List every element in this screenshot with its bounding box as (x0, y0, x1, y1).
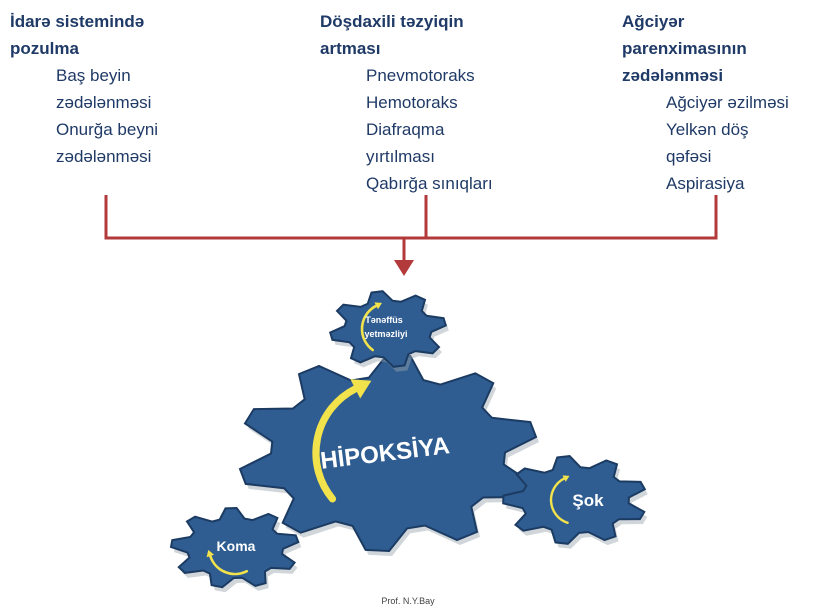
cause-title: Döşdaxili təzyiqin (320, 12, 464, 31)
cause-title: zədələnməsi (622, 66, 724, 85)
cause-title: pozulma (10, 39, 79, 58)
cause-column-1: İdarə sistemində pozulma Baş beyin zədəl… (10, 8, 158, 170)
cause-item: Ağciyər əzilməsi (666, 93, 789, 112)
cause-title: parenximasının (622, 39, 747, 58)
cause-title: İdarə sistemində (10, 12, 145, 31)
cause-item: Onurğa beyni (56, 120, 159, 139)
cause-item: zədələnməsi (56, 93, 152, 112)
author-credit: Prof. N.Y.Bay (381, 596, 435, 606)
cause-item: Qabırğa sınıqları (366, 174, 493, 193)
rotation-arrow-icon (209, 554, 249, 576)
cause-item: yırtılması (366, 147, 435, 166)
gears-group (169, 290, 648, 593)
gear-label-sok: Şok (572, 491, 604, 510)
cause-title: Ağciyər (622, 12, 685, 31)
gear-label-top-1: Tənəffüs (365, 315, 403, 325)
down-arrow-icon (394, 260, 414, 276)
gear-label-top-2: yetməzliyi (364, 329, 407, 339)
gear-right (502, 455, 648, 549)
rotation-arrow-icon (312, 385, 359, 503)
gear-center (238, 353, 539, 556)
cause-title: artması (320, 39, 381, 58)
cause-item: zədələnməsi (56, 147, 152, 166)
rotation-arrow-icon (360, 304, 378, 352)
cause-item: Pnevmotoraks (366, 66, 475, 85)
cause-item: qəfəsi (666, 147, 712, 166)
cause-column-3: Ağciyər parenximasının zədələnməsi Ağciy… (622, 8, 789, 197)
rotation-arrow-icon (549, 477, 569, 524)
cause-item: Diafraqma (366, 120, 445, 139)
cause-column-2: Döşdaxili təzyiqin artması Pnevmotoraks … (320, 8, 493, 197)
cause-item: Yelkən döş (666, 120, 749, 139)
gear-label-koma: Koma (217, 538, 256, 554)
gear-top (328, 290, 449, 372)
gear-left (169, 506, 302, 593)
connector-bracket (104, 195, 718, 262)
cause-item: Aspirasiya (666, 174, 745, 193)
cause-item: Baş beyin (56, 66, 131, 85)
cause-item: Hemotoraks (366, 93, 458, 112)
